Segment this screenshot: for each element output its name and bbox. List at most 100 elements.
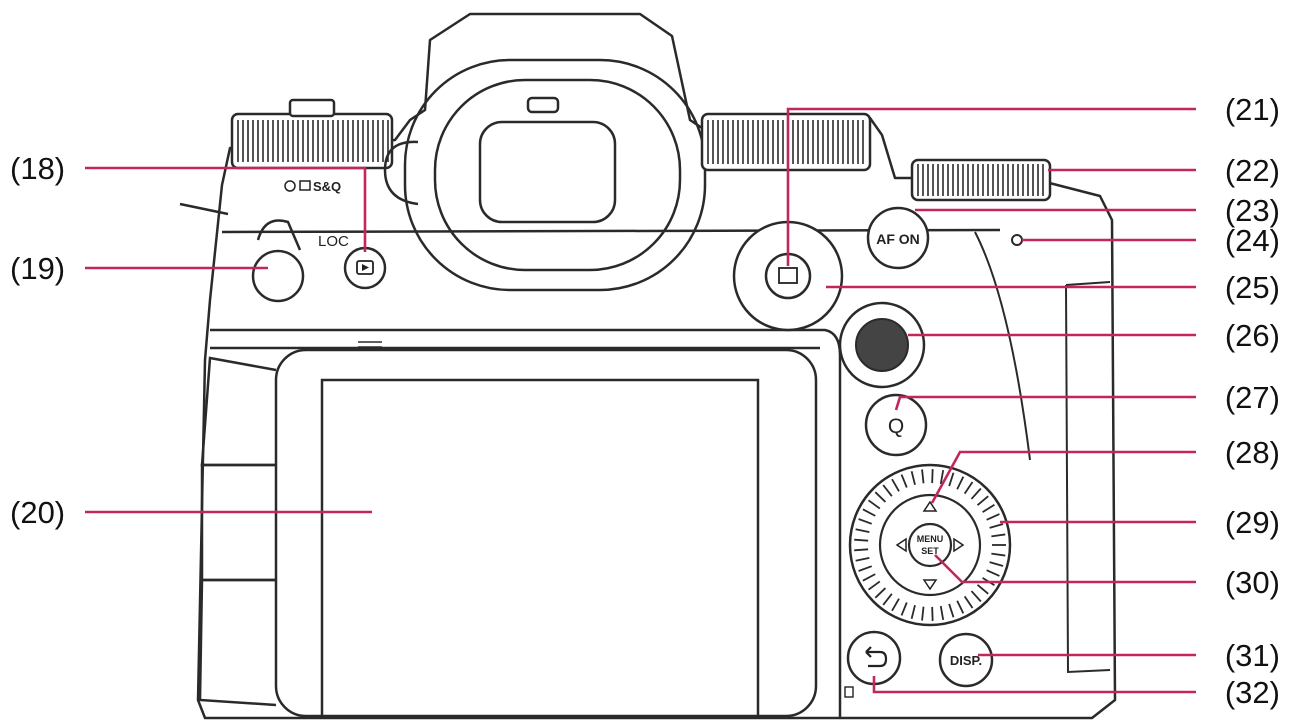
rear-dial-22[interactable]	[910, 158, 1052, 202]
lock-lever-arm	[179, 202, 229, 216]
playback-button[interactable]	[343, 246, 387, 290]
back-button[interactable]	[844, 630, 902, 698]
callout-label-28: (28)	[1225, 435, 1280, 470]
monitor-screen[interactable]	[320, 378, 760, 718]
callout-labels: (18)(19)(20)(21)(22)(23)(24)(25)(26)(27)…	[10, 92, 1280, 710]
dial-tick	[900, 474, 908, 488]
quick-menu-button[interactable]: Q	[864, 393, 928, 457]
mode-dial-left[interactable]	[230, 98, 394, 170]
dial-tick	[976, 584, 989, 595]
menu-set-button[interactable]	[907, 522, 953, 568]
disp-button[interactable]: DISP.	[938, 632, 994, 688]
disp-button-ring	[938, 632, 994, 688]
dial-tick	[921, 606, 925, 621]
leader-line-28	[930, 450, 1196, 504]
callout-label-25: (25)	[1225, 270, 1280, 305]
fn-button-19[interactable]	[251, 249, 305, 303]
dial-tick	[970, 590, 982, 603]
cursor-down-icon[interactable]	[922, 579, 938, 591]
diopter-knob	[383, 140, 419, 206]
viewfinder-window	[478, 120, 617, 224]
leader-line-27	[894, 395, 1196, 411]
dial-tick	[910, 604, 916, 619]
viewfinder	[383, 58, 707, 292]
dial-tick	[882, 484, 893, 497]
dial-tick	[948, 603, 955, 618]
mode-dial-right[interactable]	[700, 112, 872, 172]
trash-icon	[844, 686, 854, 698]
dial-tick	[939, 605, 945, 621]
monitor-hinge-mark	[358, 341, 382, 348]
dial-tick	[956, 476, 965, 490]
leader-lines	[85, 107, 1196, 694]
quick-menu-text: Q	[888, 415, 904, 438]
playback-icon	[356, 260, 374, 275]
dial-tick	[956, 600, 965, 614]
dial-tick	[963, 481, 974, 495]
dial-tick	[858, 518, 873, 525]
cursor-right-icon[interactable]	[953, 537, 965, 553]
af-on-text: AF ON	[876, 231, 920, 247]
disp-text: DISP.	[950, 653, 982, 668]
dial-tick	[891, 598, 900, 612]
sq-mode-text: S&Q	[313, 179, 341, 194]
leader-line-30	[934, 554, 1196, 584]
eye-sensor	[526, 96, 560, 114]
callout-label-19: (19)	[10, 251, 65, 286]
dial-tick	[858, 565, 873, 572]
callout-label-29: (29)	[1225, 505, 1280, 540]
dial-tick	[986, 569, 1000, 577]
callout-label-30: (30)	[1225, 565, 1280, 600]
dial-tick	[874, 491, 887, 503]
dial-tick	[882, 593, 893, 606]
joystick-26[interactable]	[838, 301, 926, 389]
af-on-button[interactable]: AF ON	[866, 206, 930, 270]
eyecup-inner	[433, 78, 682, 272]
set-text: SET	[921, 546, 939, 556]
dial-tick	[991, 552, 1006, 557]
cursor-up-icon[interactable]	[922, 500, 938, 512]
monitor-side-tabs	[198, 356, 277, 707]
cursor-left-icon[interactable]	[895, 537, 907, 553]
control-dial-knurling	[854, 469, 1006, 621]
drive-mode-marks: S&Q	[284, 179, 341, 194]
dial-tick	[862, 508, 876, 517]
callout-label-24: (24)	[1225, 223, 1280, 258]
video-mode-icon	[299, 180, 311, 191]
dial-tick	[874, 587, 887, 599]
dial-tick	[991, 533, 1006, 538]
lock-text: LOC	[318, 233, 349, 250]
leader-line-32	[872, 676, 1196, 694]
lock-lever[interactable]: LOC	[179, 202, 349, 251]
dial-tick	[976, 495, 989, 506]
dial-tick	[862, 573, 876, 582]
indicator-lamp	[1011, 234, 1023, 246]
back-arrow-icon	[865, 646, 888, 668]
dial-tick	[855, 528, 870, 533]
lock-lever-tab	[256, 219, 302, 251]
dial-tick	[986, 513, 1000, 521]
dial-tick	[867, 580, 881, 591]
callout-label-21: (21)	[1225, 92, 1280, 127]
callout-label-26: (26)	[1225, 318, 1280, 353]
rear-dial-22-body	[910, 158, 1052, 202]
dial-tick	[989, 561, 1004, 567]
control-dial[interactable]: MENU SET	[848, 463, 1012, 627]
dial-tick	[982, 503, 995, 513]
dial-tick	[970, 487, 982, 500]
playback-triangle-icon	[362, 264, 369, 271]
quick-menu-ring	[864, 393, 928, 457]
leader-line-21	[786, 107, 1196, 266]
callout-label-32: (32)	[1225, 675, 1280, 710]
af-on-button-ring	[866, 206, 930, 270]
callout-label-23: (23)	[1225, 193, 1280, 228]
callout-label-20: (20)	[10, 495, 65, 530]
leader-line-18	[85, 166, 367, 252]
dial-tick	[900, 602, 908, 616]
rear-dial-22-knurling	[917, 164, 1044, 196]
callout-label-31: (31)	[1225, 638, 1280, 673]
dial-tick	[939, 469, 945, 485]
af-area-icon	[778, 267, 798, 284]
dial-tick	[963, 595, 974, 609]
